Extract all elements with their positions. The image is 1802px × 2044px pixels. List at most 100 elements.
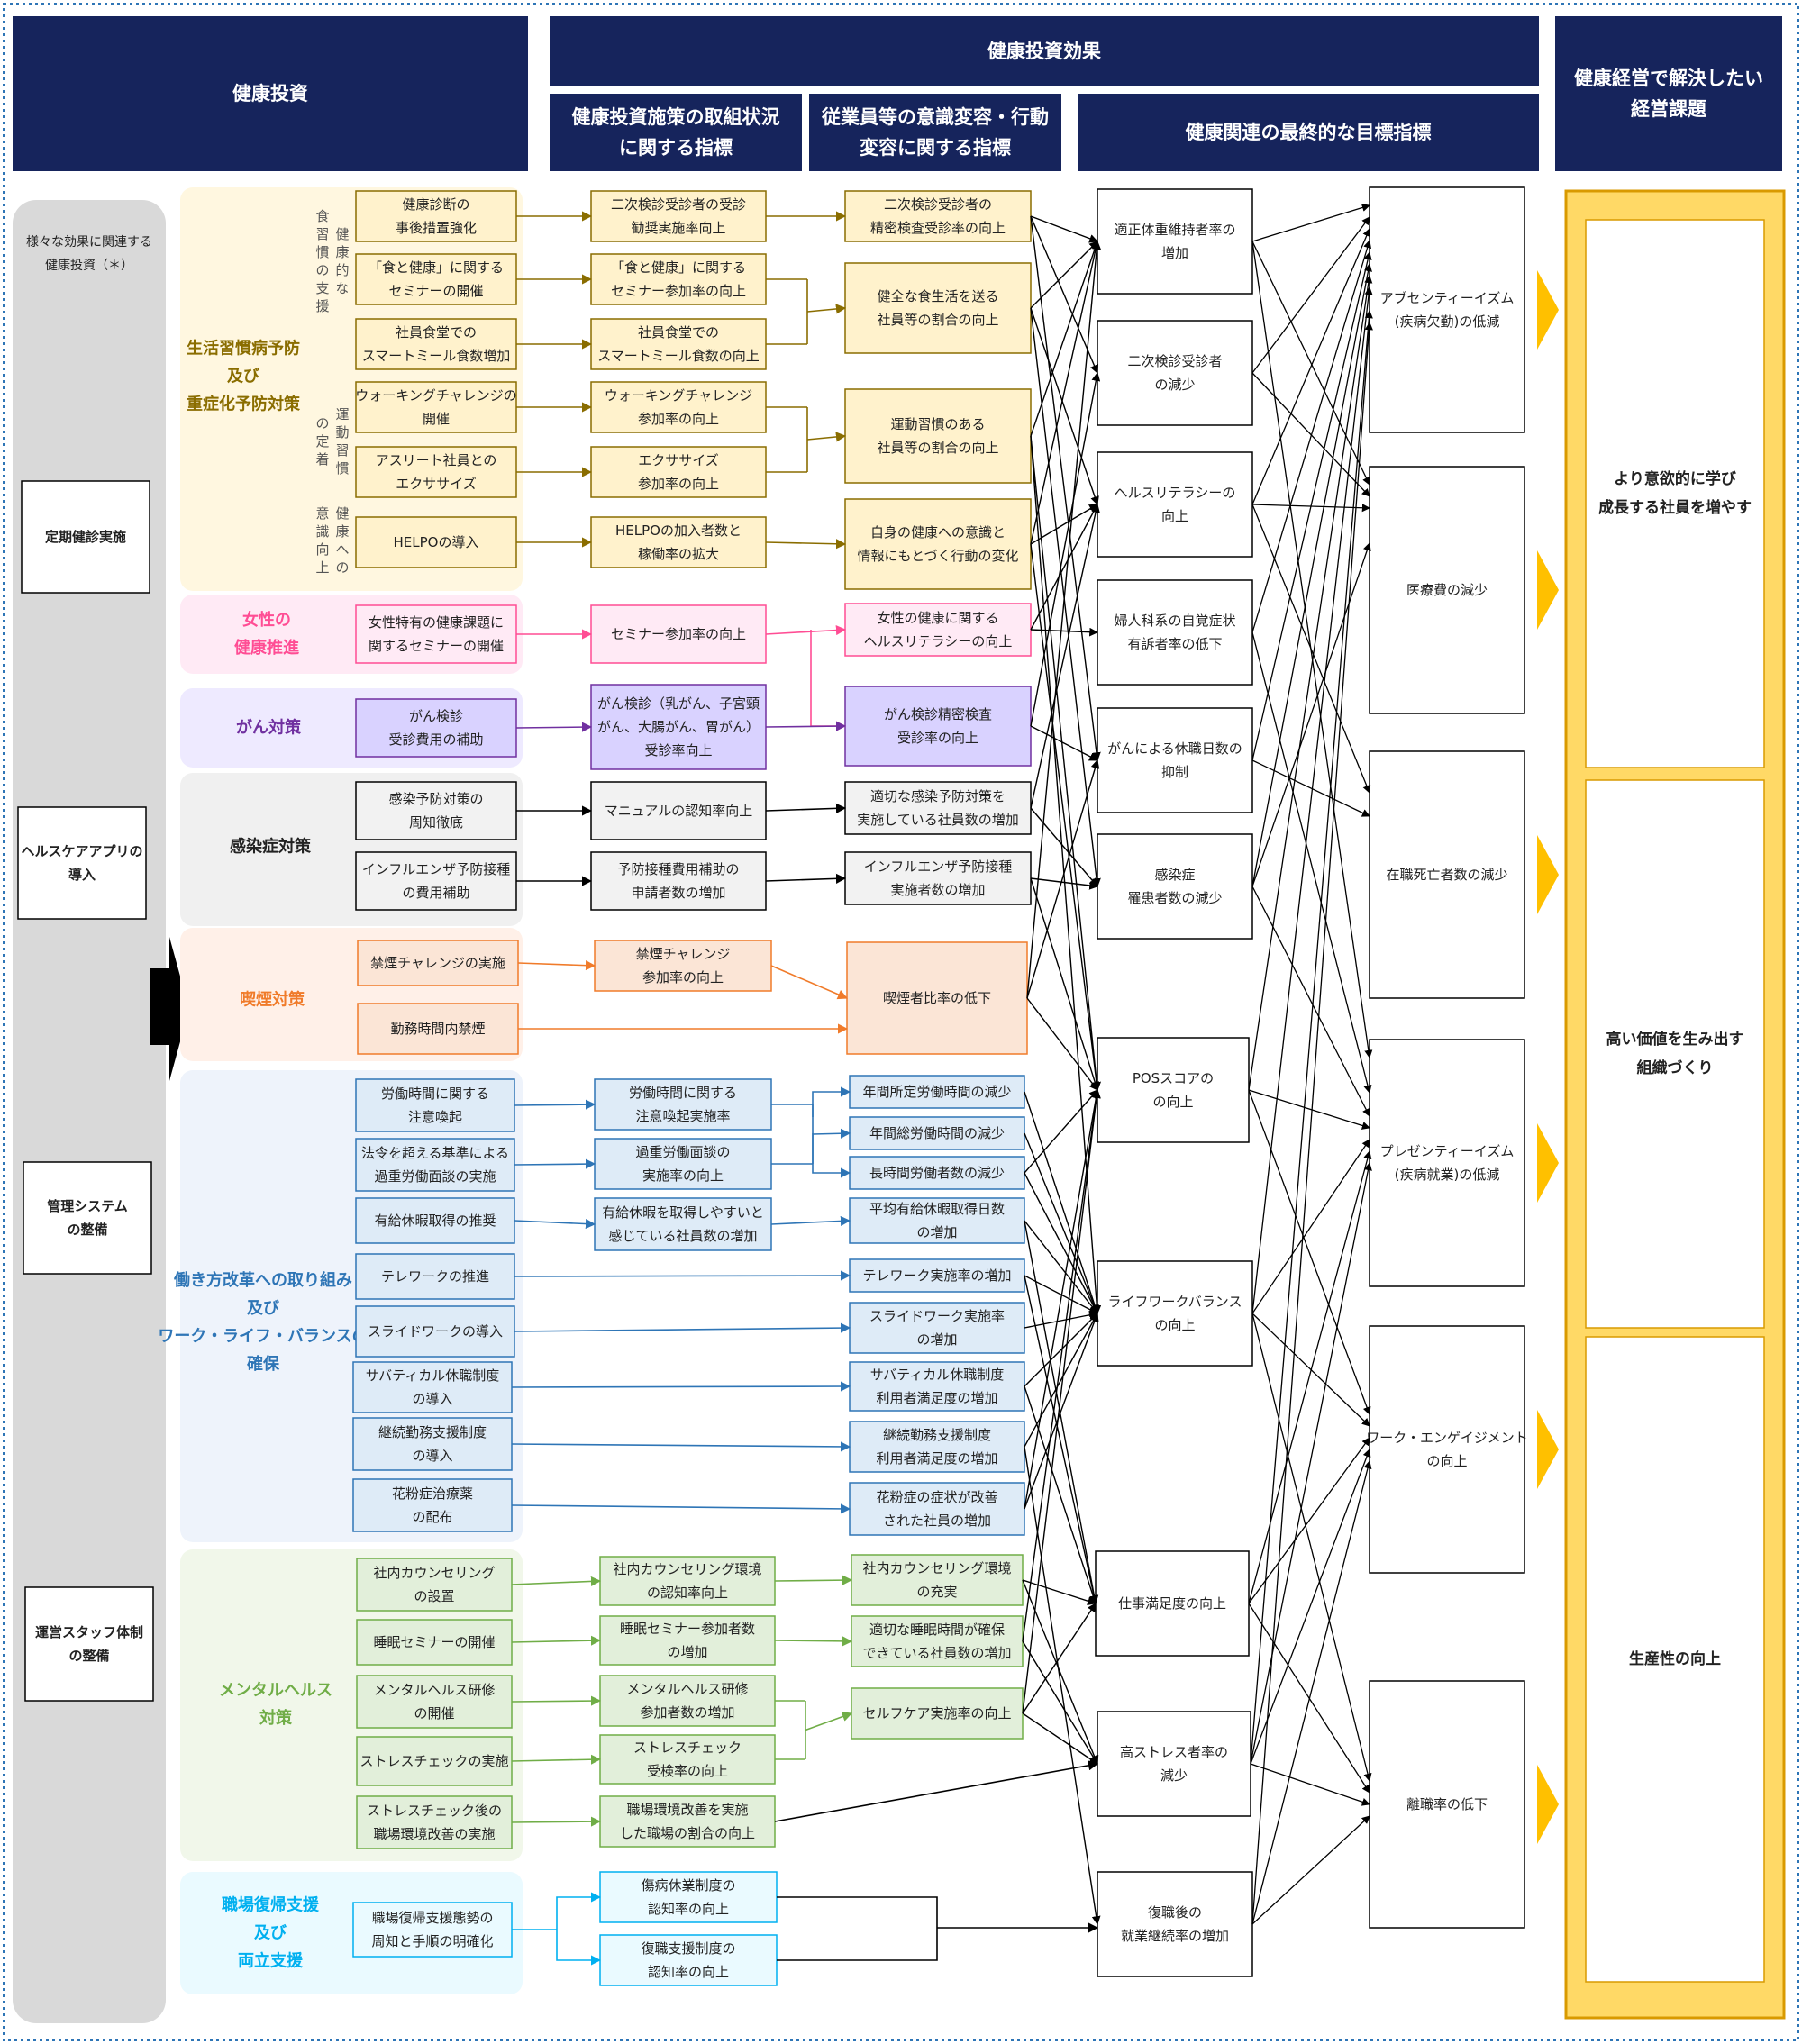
- base-item-1-text-line: 導入: [68, 867, 96, 883]
- connector-line: [1250, 1449, 1371, 1765]
- header-row: 健康投資健康投資効果健康投資施策の取組状況に関する指標従業員等の意識変容・行動変…: [13, 16, 1782, 171]
- connector-line: [1251, 1815, 1370, 1925]
- behavior-box-4-text-line: ヘルスリテラシーの向上: [864, 633, 1013, 650]
- measure-box-14-text-line: 有給休暇取得の推奨: [374, 1213, 496, 1229]
- connector-line: [1030, 877, 1098, 890]
- connector-line: [1251, 286, 1373, 1314]
- connector-line: [1251, 241, 1370, 486]
- final-indicator-7-text-line: ライフワークバランス: [1108, 1294, 1242, 1310]
- measure-box-11-frame: [357, 1003, 519, 1055]
- indicator-box-16-text-line: メンタルヘルス研修: [626, 1681, 748, 1697]
- connector-line: [514, 1322, 851, 1333]
- behavior-box-10-text: 年間総労働時間の減少: [869, 1125, 1005, 1141]
- sub-category-label-0: 慣: [315, 244, 329, 260]
- goal-box-2-frame: [1585, 1336, 1765, 1983]
- connector-line: [1251, 542, 1371, 887]
- final-indicator-10-frame: [1097, 1871, 1253, 1977]
- behavior-box-7-text-line: インフルエンザ予防接種: [864, 858, 1013, 875]
- goal-box-1-frame: [1585, 779, 1765, 1329]
- connector-line: [1024, 1310, 1098, 1329]
- behavior-box-11-text: 長時間労働者数の減少: [869, 1165, 1005, 1181]
- final-indicator-1-text-line: 二次検診受診者: [1127, 353, 1222, 369]
- final-indicator-9-frame: [1097, 1711, 1251, 1817]
- connector-line: [1251, 228, 1370, 505]
- category-title-0-line: 生活習慣病予防: [187, 339, 300, 359]
- behavior-box-19-text-line: できている社員数の増加: [862, 1645, 1011, 1661]
- connector-line: [1024, 1313, 1098, 1448]
- category-title-6-line: メンタルヘルス: [219, 1681, 332, 1700]
- sub-category-label-0: 健: [335, 226, 349, 242]
- sub-category-label-2: の: [335, 559, 349, 576]
- header-final: 健康関連の最終的な目標指標: [1078, 94, 1539, 171]
- connector-line: [1030, 241, 1100, 545]
- indicator-box-12-text-line: 過重労働面談の: [635, 1144, 730, 1160]
- final-indicator-3-text-line: 婦人科系の自覚症状: [1114, 613, 1235, 629]
- outcome-to-goal-arrow: [1537, 835, 1559, 914]
- behavior-box-18-text-line: 社内カウンセリング環境: [862, 1560, 1011, 1576]
- connector-line: [806, 432, 847, 442]
- outcome-box-2-frame: [1369, 750, 1525, 999]
- connector-line: [1024, 1313, 1099, 1510]
- behavior-box-19-frame: [851, 1615, 1024, 1667]
- goal-box-0-text-line: 成長する社員を増やす: [1598, 498, 1752, 517]
- connector-line: [1248, 275, 1373, 1091]
- connector-line: [1030, 504, 1100, 809]
- outcome-to-goal-arrow: [1537, 270, 1559, 350]
- connector-line: [1030, 543, 1101, 1091]
- final-indicator-8: 仕事満足度の向上: [1095, 1550, 1250, 1657]
- indicator-box-20-text-line: 復職支援制度の: [641, 1940, 735, 1957]
- category-title-0-line: 重症化予防対策: [187, 395, 301, 414]
- measure-box-23-frame: [356, 1736, 513, 1786]
- header-final-text: 健康関連の最終的な目標指標: [1186, 122, 1432, 143]
- measure-box-9-frame: [355, 851, 517, 911]
- outer-frame: [3, 3, 1799, 2041]
- connector-line: [765, 873, 847, 884]
- behavior-box-1-text-line: 社員等の割合の向上: [877, 312, 998, 328]
- outcome-to-goal-arrow: [1537, 1765, 1559, 1844]
- connector-line: [1030, 215, 1099, 374]
- connector-line: [1022, 1712, 1098, 1765]
- indicator-box-0-frame: [590, 190, 767, 242]
- connector-line: [1251, 251, 1372, 761]
- behavior-box-5-frame: [844, 686, 1032, 767]
- indicator-box-10-text-line: 参加率の向上: [642, 969, 724, 986]
- sub-category-label-1: 動: [335, 424, 349, 441]
- behavior-box-0-frame: [844, 190, 1032, 242]
- indicator-box-2-text-line: 社員食堂での: [638, 324, 719, 341]
- measure-box-11-text: 勤務時間内禁煙: [390, 1021, 485, 1037]
- behavior-box-15-text-line: サバティカル休職制度: [870, 1367, 1005, 1383]
- indicator-box-20-frame: [599, 1934, 778, 1986]
- measure-box-8-text-line: 感染予防対策の: [388, 791, 483, 807]
- base-note-line: 様々な効果に関連する: [26, 235, 152, 250]
- behavior-box-17-text-line: された社員の増加: [883, 1513, 991, 1529]
- measure-box-17-text-line: の導入: [412, 1391, 452, 1407]
- connector-line: [1251, 322, 1373, 1925]
- category-title-0-line: 及び: [227, 368, 260, 386]
- indicator-box-13-text-line: 有給休暇を取得しやすいと: [602, 1204, 764, 1221]
- connector-line: [1030, 215, 1098, 243]
- indicator-box-11-frame: [594, 1078, 772, 1131]
